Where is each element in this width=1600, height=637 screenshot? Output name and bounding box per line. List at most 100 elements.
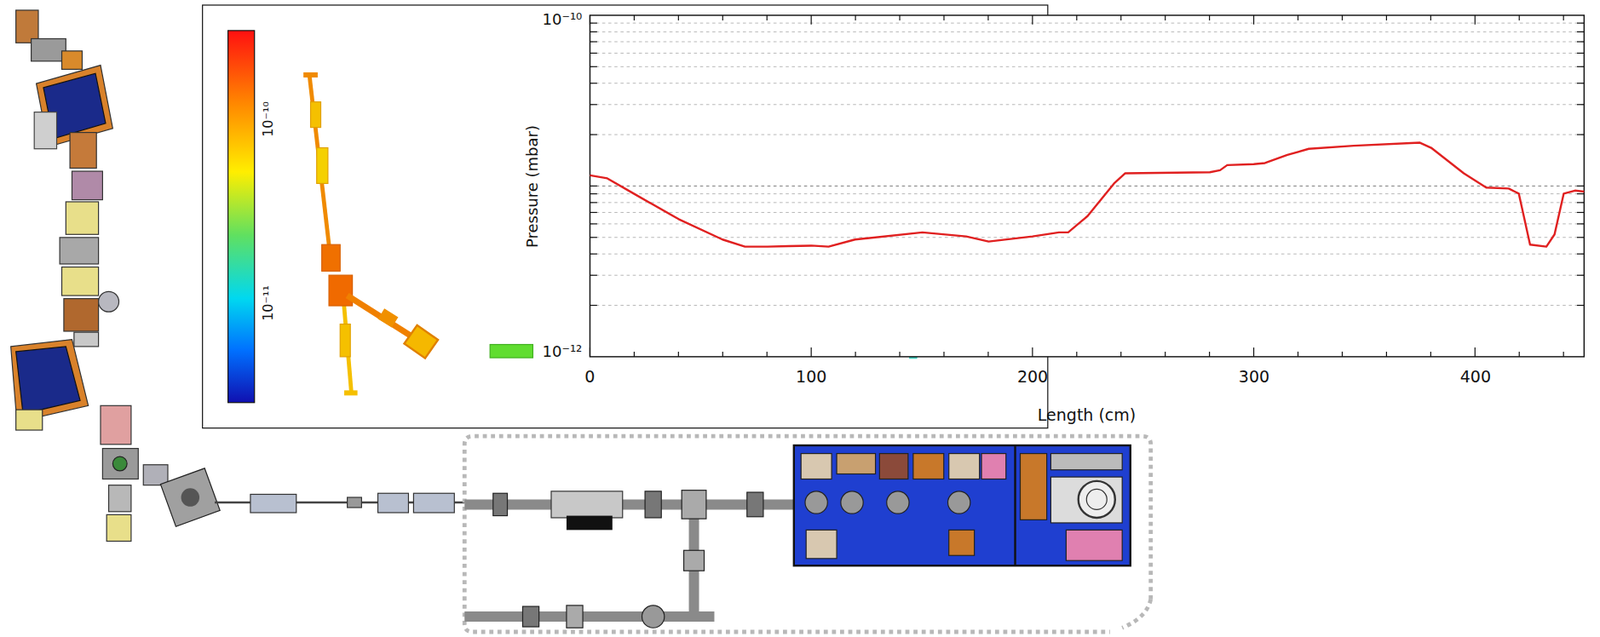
grid-line <box>766 15 768 21</box>
grid-line <box>589 223 1584 225</box>
grid-line <box>589 31 597 33</box>
grid-line <box>1076 351 1077 357</box>
grid-line <box>589 212 597 213</box>
equipment-rack <box>794 445 1131 566</box>
extraction-region <box>464 436 1151 633</box>
colorbar-tick: 10⁻¹¹ <box>260 285 277 322</box>
grid-line <box>1208 351 1210 357</box>
grid-line <box>589 82 1584 84</box>
grid-line <box>1576 236 1584 238</box>
grid-line <box>589 31 1584 33</box>
grid-line <box>1519 351 1520 357</box>
axis-tick: 100 <box>795 367 827 386</box>
grid-line <box>589 52 1584 54</box>
grid-line <box>589 52 597 54</box>
axis-tick: 10⁻¹² <box>541 343 585 361</box>
grid-line <box>633 15 635 21</box>
grid-line <box>1576 23 1584 24</box>
axis-tick: 400 <box>1460 367 1491 386</box>
grid-line <box>898 351 900 357</box>
grid-line <box>1474 15 1476 25</box>
grid-line <box>1576 201 1584 203</box>
grid-line <box>1208 15 1210 21</box>
grid-line <box>589 201 1584 203</box>
grid-line <box>987 351 989 357</box>
grid-line <box>766 351 768 357</box>
grid-line <box>1164 351 1166 357</box>
grid-line <box>589 66 597 68</box>
colorbar-tick: 10⁻¹⁰ <box>260 101 277 138</box>
transfer-line <box>214 493 465 513</box>
grid-line <box>1031 347 1033 357</box>
grid-line <box>589 23 1584 24</box>
axis-title: Length (cm) <box>1037 406 1136 425</box>
grid-line <box>1576 103 1584 105</box>
grid-line <box>1576 193 1584 195</box>
grid-line <box>1031 15 1033 25</box>
grid-line <box>589 201 597 203</box>
grid-line <box>943 351 944 357</box>
grid-line <box>589 66 1584 68</box>
grid-line <box>1164 15 1166 21</box>
accelerator-ring <box>11 10 221 542</box>
grid-line <box>1576 275 1584 277</box>
pressure-curve <box>589 143 1584 248</box>
axis-tick: 200 <box>1017 367 1048 386</box>
grid-line <box>589 134 1584 136</box>
grid-line <box>1576 31 1584 33</box>
grid-line <box>1297 351 1299 357</box>
grid-line <box>633 351 635 357</box>
grid-line <box>589 23 597 24</box>
grid-line <box>589 305 1584 306</box>
grid-line <box>722 15 724 21</box>
grid-line <box>722 351 724 357</box>
grid-line <box>1341 351 1343 357</box>
grid-line <box>1576 253 1584 255</box>
grid-line <box>1576 223 1584 225</box>
grid-line <box>1253 347 1255 357</box>
grid-line <box>589 185 597 187</box>
grid-line <box>1563 15 1565 21</box>
grid-line <box>898 15 900 21</box>
grid-line <box>1386 351 1388 357</box>
axis-tick: 300 <box>1238 367 1270 386</box>
grid-line <box>1386 15 1388 21</box>
grid-line <box>589 223 597 225</box>
grid-line <box>1430 15 1432 21</box>
grid-line <box>1576 133 1584 135</box>
grid-line <box>1341 15 1343 21</box>
grid-line <box>1430 351 1432 357</box>
grid-line <box>589 305 597 306</box>
grid-line <box>1576 185 1584 187</box>
grid-line <box>1576 52 1584 54</box>
grid-line <box>1474 347 1476 357</box>
grid-line <box>589 193 1584 195</box>
grid-line <box>811 347 812 357</box>
pressure-chart <box>589 15 1584 357</box>
axis-tick: 10⁻¹⁰ <box>542 11 583 29</box>
grid-line <box>1576 212 1584 213</box>
grid-line <box>1076 15 1077 21</box>
grid-line <box>855 351 857 357</box>
grid-line <box>678 351 680 357</box>
grid-line <box>589 193 597 195</box>
grid-line <box>589 185 1584 187</box>
grid-line <box>589 275 1584 277</box>
grid-line <box>1519 15 1520 21</box>
grid-line <box>1576 40 1584 42</box>
grid-line <box>589 275 597 277</box>
grid-line <box>1297 15 1299 21</box>
grid-line <box>1576 305 1584 306</box>
grid-line <box>943 15 944 21</box>
grid-line <box>811 15 812 25</box>
grid-line <box>589 82 597 84</box>
grid-line <box>1253 15 1255 25</box>
grid-line <box>1576 82 1584 84</box>
grid-line <box>589 236 597 238</box>
grid-line <box>589 41 1584 43</box>
grid-line <box>589 236 1584 238</box>
grid-line <box>589 40 597 42</box>
grid-line <box>589 103 1584 105</box>
grid-line <box>589 133 597 135</box>
